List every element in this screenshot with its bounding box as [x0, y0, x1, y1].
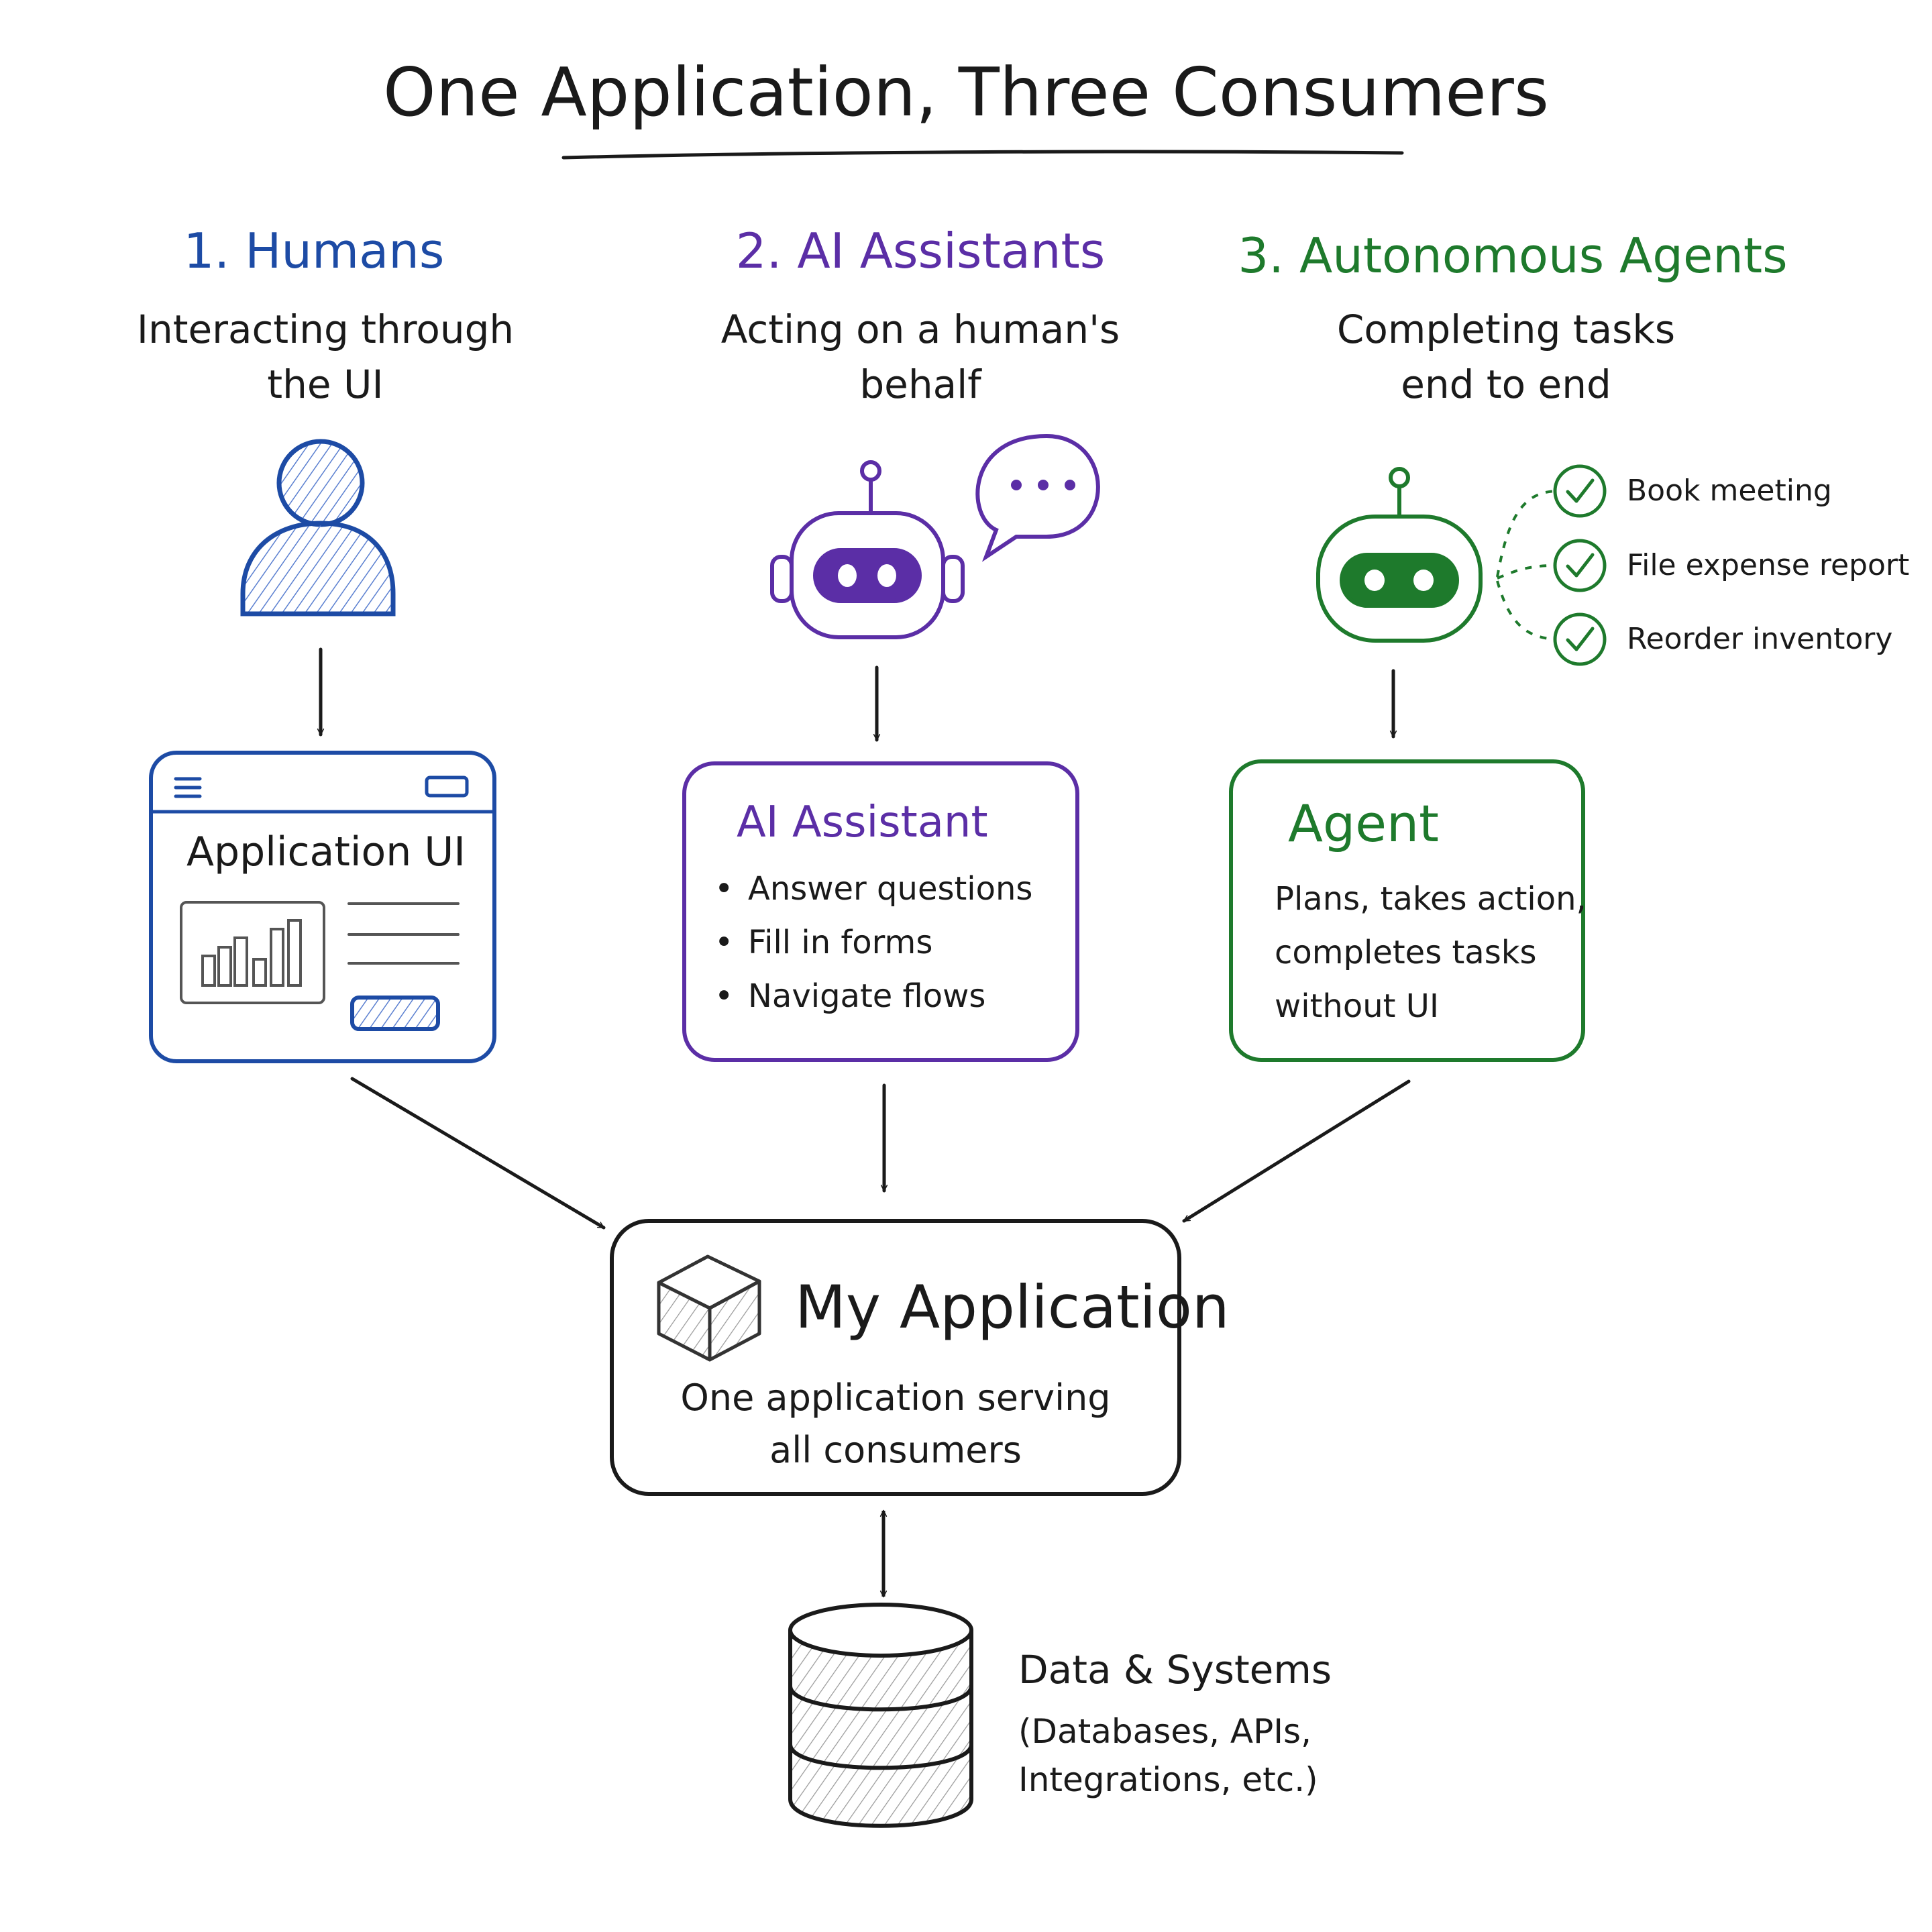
page-title: One Application, Three Consumers	[383, 53, 1549, 131]
text-lines	[347, 902, 460, 965]
humans-heading: 1. Humans	[183, 223, 445, 279]
data-systems-title: Data & Systems	[1018, 1647, 1332, 1693]
list-item: Answer questions	[714, 862, 1032, 916]
bar-chart-icon	[180, 901, 325, 1004]
agent-title: Agent	[1288, 794, 1439, 853]
my-application-title: My Application	[795, 1273, 1230, 1342]
task-label: Book meeting	[1627, 474, 1832, 508]
ai-assistants-heading: 2. AI Assistants	[735, 223, 1106, 279]
assistant-robot-icon	[770, 460, 965, 639]
arrow-agent-to-app	[1182, 1079, 1411, 1223]
primary-button	[350, 996, 440, 1031]
person-icon	[240, 439, 396, 616]
autonomous-agents-heading: 3. Autonomous Agents	[1238, 227, 1788, 284]
cube-icon	[657, 1254, 761, 1362]
title-underline	[561, 150, 1404, 160]
database-icon	[788, 1603, 973, 1828]
task-label: File expense report	[1627, 548, 1910, 582]
data-systems-description: (Databases, APIs,Integrations, etc.)	[1018, 1712, 1318, 1799]
application-ui-box	[149, 751, 496, 1063]
menu-icon	[174, 777, 202, 798]
list-item: Navigate flows	[714, 969, 1032, 1023]
agent-robot-icon	[1316, 467, 1483, 643]
application-ui-title: Application UI	[186, 828, 466, 875]
arrow-ui-to-app	[350, 1077, 606, 1230]
task-connectors	[1496, 490, 1556, 641]
agent-box	[1229, 759, 1585, 1062]
list-item: Fill in forms	[714, 916, 1032, 969]
ai-assistant-title: AI Assistant	[737, 798, 988, 847]
ai-assistant-bullets: Answer questions Fill in forms Navigate …	[714, 862, 1032, 1023]
speech-bubble-icon	[975, 433, 1100, 562]
check-icon	[1553, 612, 1607, 666]
window-button-icon	[425, 775, 469, 798]
check-icon	[1553, 539, 1607, 592]
check-icon	[1553, 464, 1607, 518]
task-label: Reorder inventory	[1627, 622, 1893, 656]
